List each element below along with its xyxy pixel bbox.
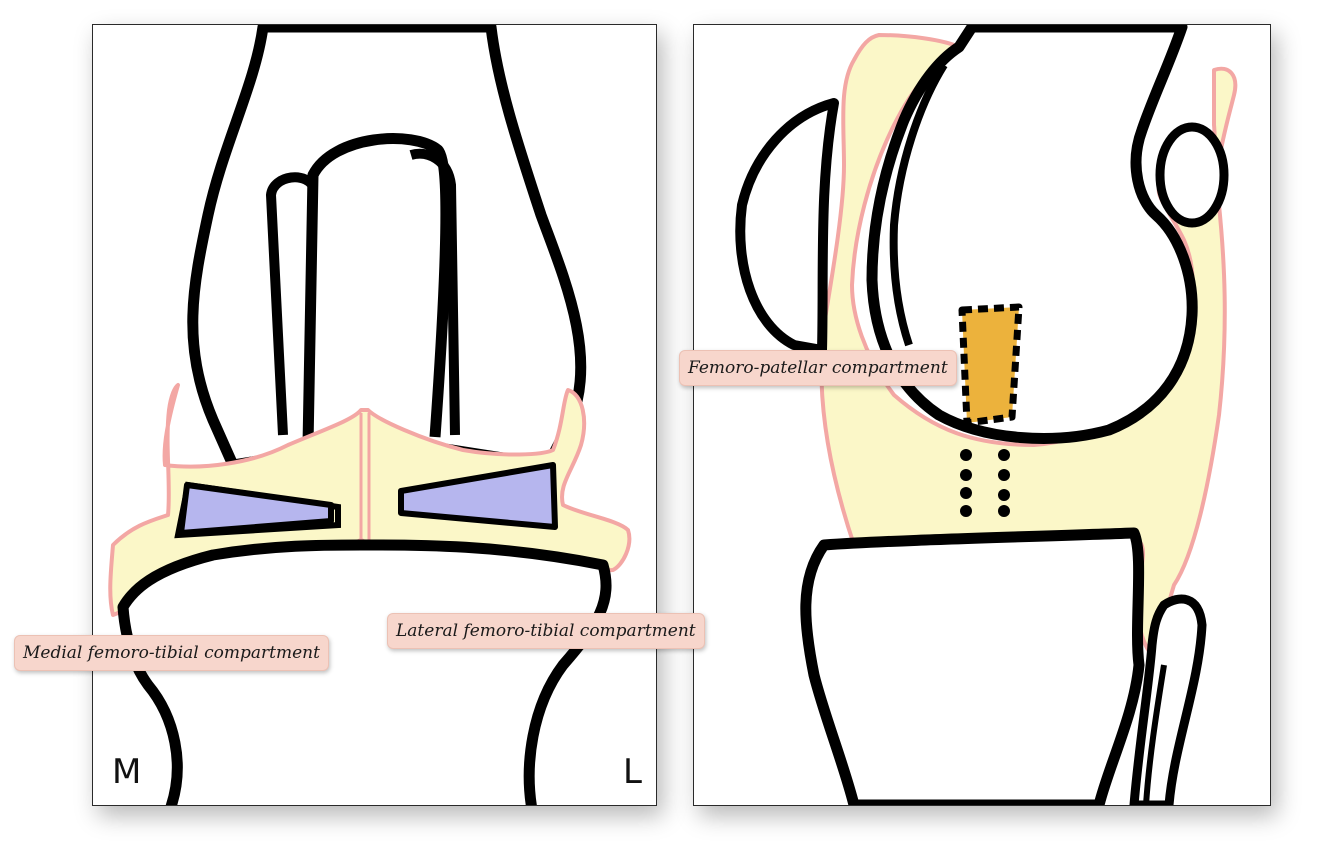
tibia-side [800, 527, 1145, 805]
lateral-femoro-tibial-label: Lateral femoro-tibial compartment [387, 613, 705, 649]
femur-side [866, 25, 1198, 444]
lateral-side-marker: L [623, 752, 642, 792]
front-view-panel [92, 24, 657, 806]
patella-side [735, 98, 839, 355]
side-view-panel [693, 24, 1271, 806]
medial-side-marker: M [112, 752, 142, 792]
fibula-inner-line [1143, 664, 1167, 805]
lateral-meniscus [398, 462, 558, 530]
side-view-drawing [735, 25, 1238, 805]
front-view-drawing [108, 25, 632, 805]
femoro-patellar-label: Femoro-patellar compartment [679, 350, 957, 386]
patella-outline [302, 133, 452, 446]
central-septum [359, 413, 371, 540]
medial-femoro-tibial-label: Medial femoro-tibial compartment [14, 635, 329, 671]
fabella [1155, 122, 1229, 228]
medial-meniscus [178, 482, 334, 536]
patella-right-edge [409, 148, 460, 436]
tibia [117, 539, 612, 805]
cruciate-ligament-upper [958, 303, 1023, 427]
ligament-dots [960, 449, 1010, 517]
femur-inner-contour [889, 62, 948, 347]
